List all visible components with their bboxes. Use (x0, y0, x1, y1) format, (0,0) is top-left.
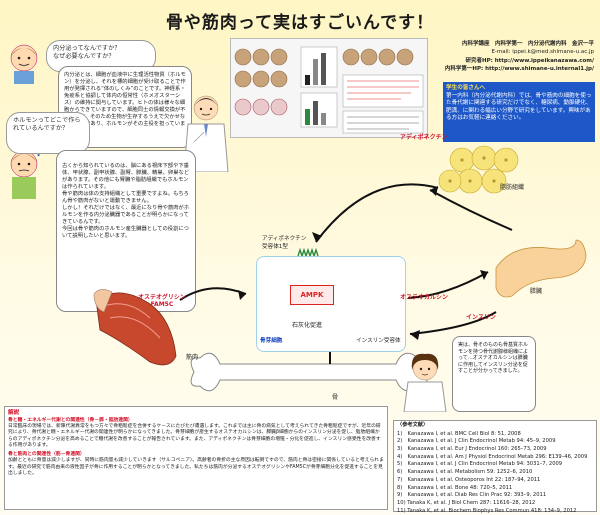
insulin-label: インスリン (466, 314, 496, 321)
reference-item: 5) Kanazawa I, et al. J Clin Endocrinol … (397, 461, 563, 468)
student-intro-box: 学生の皆さんへ 第一内科（内分泌代謝内科）では、骨や筋肉の細胞を使った骨代謝に関… (443, 82, 595, 142)
author-info: 内科学講座 内科学第一 内分泌代謝内科 金沢一平 E-mail: ippei.k… (432, 40, 594, 73)
reference-item: 8) Kanazawa I, et al. Bone 48: 720–5, 20… (397, 484, 513, 491)
muscle-factor-label: オステオグリシン FAM5C (138, 294, 186, 308)
insulin-receptor-label: インスリン受容体 (356, 338, 401, 344)
references-list: 1) Kanazawa I, et al. BMC Cell Biol 8: 5… (394, 431, 596, 515)
reference-item: 2) Kanazawa I, et al. J Clin Endocrinol … (397, 438, 556, 445)
explanation-body-2: 加齢とともに骨量は減少しますが、同時に筋肉量も減少していきます（サルコペニア）。… (8, 458, 384, 477)
answer-2-text: 古くから知られているのは、脳にある視床下部や下垂体、甲状腺、副甲状腺、副腎、膵臓… (62, 162, 190, 239)
explanation-subheading-1: 骨と糖・エネルギー代謝との関連性（骨－膵・脂肪連関） (8, 417, 133, 423)
reference-item: 3) Kanazawa I, et al. Eur J Endocrinol 1… (397, 446, 547, 453)
lab-hp-link[interactable]: 研究者HP: http://www.ippeikanazawa.com/ (465, 57, 594, 64)
dept-line: 内科学講座 内科学第一 内分泌代謝内科 金沢一平 (461, 41, 594, 47)
explanation-title: 解説 (8, 410, 20, 416)
experiment-figure-graphic (234, 46, 424, 134)
poster-title: 骨や筋肉って実はすごいんです！ (165, 13, 435, 33)
reference-item: 7) Kanazawa I, et al. Osteoporos Int 22:… (397, 476, 541, 483)
muscle-graphic (93, 289, 177, 366)
explanation-box: 解説 骨と糖・エネルギー代謝との関連性（骨－膵・脂肪連関） 日常臨床の現場では、… (4, 406, 388, 510)
reference-item: 11) Tanaka K, et al. Biochem Biophys Res… (397, 507, 577, 514)
answer-box-1: 内分泌とは、細胞が血液中に生理活性物質（ホルモン）を分泌し、それを標的細胞が受け… (58, 66, 192, 148)
explanation-body-1: 日常臨床の現場では、新陳代謝異常をもつ方々で骨粗鬆症を合併するケースにたびたび遭… (8, 424, 381, 449)
reference-item: 6) Kanazawa I, et al. Metabolism 59: 125… (397, 469, 533, 476)
pancreas-graphic (495, 239, 587, 298)
reference-item: 1) Kanazawa I, et al. BMC Cell Biol 8: 5… (397, 430, 521, 437)
muscle-label: 筋肉 (186, 354, 199, 361)
osteoblast-label: 骨芽細胞 (260, 338, 283, 344)
student-intro-text: 第一内科（内分泌代謝内科）では、骨や筋肉の細胞を使った骨代謝に関連する研究だけで… (446, 92, 592, 122)
reference-item: 9) Kanazawa I, et al. Diab Res Clin Prac… (397, 492, 547, 499)
bone-graphic (190, 352, 428, 392)
answer-box-2: 古くから知られているのは、脳にある視床下部や下垂体、甲状腺、副甲状腺、副腎、膵臓… (56, 150, 196, 312)
question-bubble-2: ホルモンってどこで作られているんですか？ (6, 112, 90, 154)
doctor-note-box: 実は、骨そのものも骨基質ホルモンを持つ骨代謝腺様組織によって…オステオカルシンは… (452, 336, 536, 412)
experiment-figure (230, 38, 428, 138)
references-box: 〈参考文献〉 1) Kanazawa I, et al. BMC Cell Bi… (393, 420, 597, 515)
osteocalcin-label: オステオカルシン (400, 294, 449, 301)
female-doctor-avatar (403, 353, 447, 412)
question-1-text: 内分泌ってなんですか？ なぜ必要なんですか？ (53, 45, 121, 61)
calcification-label: 石灰化促進 (292, 322, 323, 329)
fat-tissue-graphic (438, 145, 519, 194)
question-2-text: ホルモンってどこで作られているんですか？ (13, 117, 81, 133)
bone-label: 骨 (332, 394, 339, 401)
email-line: E-mail: ippei.k@med.shimane-u.ac.jp (491, 49, 594, 56)
reference-item: 10) Tanaka K, et al. J Biol Chem 287: 11… (397, 499, 536, 506)
doctor-note-text: 実は、骨そのものも骨基質ホルモンを持つ骨代謝腺様組織によって…オステオカルシンは… (458, 342, 529, 375)
reference-item: 4) Kanazawa I, et al. Am J Physiol Endoc… (397, 453, 588, 460)
pancreas-label: 膵臓 (530, 288, 543, 295)
ampk-box: AMPK (290, 285, 334, 305)
fat-tissue-label: 脂肪組織 (500, 184, 525, 191)
student-avatar-1 (10, 44, 38, 84)
references-title: 〈参考文献〉 (397, 422, 429, 428)
student-intro-title: 学生の皆さんへ (446, 85, 486, 91)
receptor-label: アディポネクチン 受容体1型 (262, 236, 307, 250)
dept-hp-link[interactable]: 内科学第一HP: http://www.shimane-u.internal1.… (444, 65, 594, 72)
adiponectin-label: アディポネクチン (400, 134, 448, 141)
explanation-subheading-2: 骨と筋肉との関連性（筋－骨連関） (8, 451, 85, 457)
